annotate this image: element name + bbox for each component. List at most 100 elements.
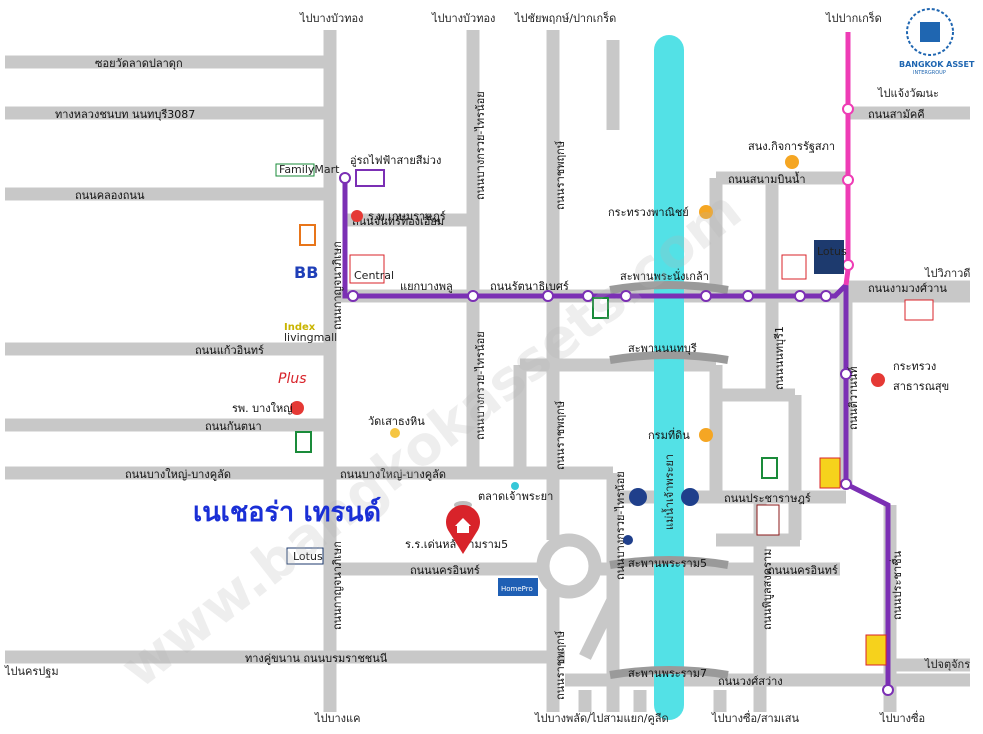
label-highway-3087: ทางหลวงชนบท นนทบุรี3087 <box>55 108 195 121</box>
label-prachaharat: ถนนประชาราษฎร์ <box>724 492 811 505</box>
stations <box>339 172 894 696</box>
logo-circle <box>906 8 954 56</box>
seven-eleven-icon <box>299 224 316 246</box>
label-bb: BB <box>294 263 318 282</box>
hospital-cross-icon <box>351 210 363 222</box>
station-circle-icon <box>882 684 894 696</box>
label-school: ร.ร.เด่นหล้ารามราม5 <box>405 538 508 551</box>
label-homepro: HomePro <box>501 585 533 593</box>
bridge-rama5 <box>609 556 729 569</box>
label-chan-thong-iam: ถนนจันทร์ทองเอี่ยม <box>352 213 444 228</box>
building-icon <box>756 504 780 536</box>
pink-stations <box>842 103 854 271</box>
bridge-nonthaburi <box>609 351 729 364</box>
label-land-department: กรมที่ดิน <box>648 427 690 442</box>
poi-dot-icon <box>785 155 799 169</box>
label-yaowarat: แยกบางพลู <box>400 280 453 293</box>
label-tesco: Lotus <box>817 245 847 258</box>
label-nakhon-in-2: ถนนนครอินทร์ <box>768 564 838 577</box>
label-index: Index <box>284 322 316 333</box>
station-circle-icon <box>742 290 754 302</box>
hospital-cross-icon <box>871 373 885 387</box>
project-title: เนเชอร่า เทรนด์ <box>193 496 381 528</box>
bridge-rama7 <box>609 666 729 679</box>
label-ngam-wong-wan: ถนนงามวงศ์วาน <box>868 282 947 295</box>
label-ratchaphruek: ถนนราชพฤกษ์ <box>554 141 567 210</box>
family-mart-icon <box>275 163 315 177</box>
bangkok-asset-logo-icon: BANGKOK ASSET INTERGROUP <box>899 8 975 76</box>
label-chaeng-watthana: ไปแจ้งวัฒนะ <box>877 87 939 100</box>
label-livingmall: livingmall <box>284 331 337 344</box>
label-central: Central <box>354 269 394 282</box>
points-of-interest: อู่รถไฟฟ้าสายสีม่วง ร.พ.เกษมราษฎร์ สนง.ก… <box>232 140 949 666</box>
station-circle-icon <box>339 172 351 184</box>
poi-dot-icon <box>511 482 519 490</box>
boat-pier-icon <box>681 488 699 506</box>
label-bang-kruai-sai-noi: ถนนบางกรวย-ไทรน้อย <box>474 91 487 200</box>
label-ministry-health: กระทรวง <box>893 360 936 373</box>
yellow-sign-icon <box>865 634 887 666</box>
bridge-phra-nang-klao <box>609 281 729 294</box>
label-nonthaburi-1: ถนนนนทบุรี1 <box>773 326 786 390</box>
road-network <box>5 30 970 712</box>
seven-eleven-icon <box>295 431 312 453</box>
label-kanchanaphisek: ถนนกาญจนาภิเษก <box>331 241 344 330</box>
temple-icon <box>390 428 400 438</box>
label-khlong-thanon: ถนนคลองถนน <box>75 189 145 202</box>
label-kaew-in: ถนนแก้วอินทร์ <box>195 344 264 357</box>
label-rattanathibet: ถนนรัตนาธิเบศร์ <box>490 280 569 293</box>
label-bang-kruai-sai-noi-3: ถนนบางกรวย-ไทรน้อย <box>614 471 627 580</box>
station-circle-icon <box>620 290 632 302</box>
label-bridge-rama5: สะพานพระราม5 <box>628 557 707 570</box>
roundabout <box>536 533 602 599</box>
label-tiwanon: ถนนติวานนท์ <box>847 367 860 431</box>
label-talad-chaopraya: ตลาดเจ้าพระยา <box>478 490 553 503</box>
label-plus: Plus <box>278 371 307 387</box>
label-bang-khae: ไปบางแค <box>314 712 361 725</box>
station-circle-icon <box>840 478 852 490</box>
purple-line-depot-icon <box>355 169 385 187</box>
logo-sub: INTERGROUP <box>913 70 946 76</box>
label-ministry-commerce: กระทรวงพาณิชย์ <box>608 206 689 219</box>
logo-building <box>920 22 940 42</box>
station-circle-icon <box>820 290 832 302</box>
station-circle-icon <box>582 290 594 302</box>
label-top-pak-kret: ไปปากเกร็ด <box>825 11 882 25</box>
poi-dot-icon <box>699 205 713 219</box>
central-icon <box>781 254 807 280</box>
label-bridge-nonthaburi: สะพานนนทบุรี <box>628 342 697 355</box>
label-samakkhi: ถนนสามัคคี <box>868 108 925 121</box>
road-labels: ซอยวัดลาดปลาดุก ทางหลวงชนบท นนทบุรี3087 … <box>55 57 947 700</box>
label-bang-sue-samsen: ไปบางซื่อ/สามเสน <box>711 710 799 725</box>
label-ratchaphruek-2: ถนนราชพฤกษ์ <box>554 401 567 470</box>
station-circle-icon <box>700 290 712 302</box>
label-pibulsongkram: ถนนพิบูลสงคราม <box>761 549 774 630</box>
station-circle-icon <box>842 259 854 271</box>
label-kan-tana: ถนนกันตนา <box>205 420 262 433</box>
label-ministry-health-2: สาธารณสุข <box>893 380 949 393</box>
label-bridge-rama7: สะพานพระราม7 <box>628 667 707 680</box>
label-bang-kruai-sai-noi-2: ถนนบางกรวย-ไทรน้อย <box>474 331 487 440</box>
chaophraya-river <box>654 35 684 720</box>
plus-mall-icon <box>904 299 934 321</box>
bridge-labels: สะพานพระนั่งเกล้า สะพานนนทบุรี สะพานพระร… <box>620 268 709 680</box>
label-bang-phlat: ไปบางพลัด/ไปสามแยก/คูลีด <box>534 712 669 725</box>
label-nakhon-pathom: ไปนครปฐม <box>4 665 59 678</box>
tesco-lotus-icon <box>814 240 844 274</box>
station-circle-icon <box>347 290 359 302</box>
label-jatujak: ไปจตุจักร <box>924 658 970 671</box>
label-hospital-kasemrat: ร.พ.เกษมราษฎร์ <box>368 210 446 223</box>
label-bang-yai-bang-kruai: ถนนบางใหญ่-บางคูลัด <box>125 468 231 481</box>
label-river: แม่น้ำเจ้าพระยา <box>661 454 676 530</box>
boat-pier-icon <box>623 535 633 545</box>
label-bang-sue: ไปบางซื่อ <box>879 710 925 725</box>
label-nakhon-in: ถนนนครอินทร์ <box>410 564 480 577</box>
label-wat-sao-thong-hin: วัดเสาธงหิน <box>368 415 425 428</box>
bridges <box>609 281 729 679</box>
station-circle-icon <box>842 174 854 186</box>
label-top-chaiyaphruek: ไปชัยพฤกษ์/ปากเกร็ด <box>514 11 616 25</box>
homepro-icon <box>498 578 538 596</box>
station-circle-icon <box>840 368 852 380</box>
poi-dot-icon <box>699 428 713 442</box>
